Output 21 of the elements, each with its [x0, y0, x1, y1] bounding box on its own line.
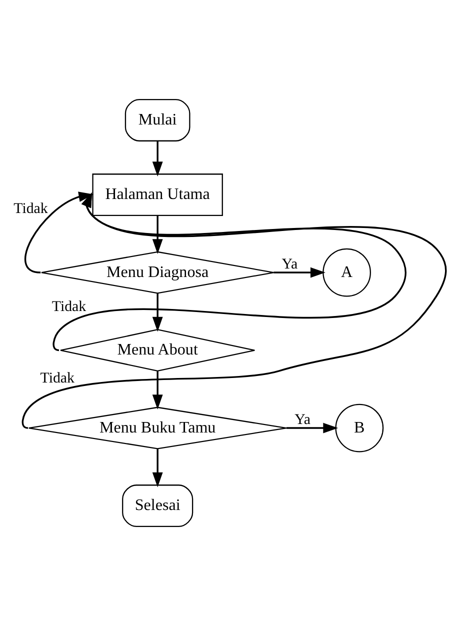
edge-label: Ya	[294, 412, 310, 428]
node-box: Selesai	[122, 484, 194, 527]
arrow	[152, 141, 163, 176]
arrow	[152, 216, 163, 254]
node-circle: A	[322, 248, 371, 297]
edge-label: Tidak	[40, 370, 74, 387]
node-diamond: Menu About	[60, 329, 256, 372]
node-box: Mulai	[124, 99, 190, 142]
arrow	[152, 293, 163, 332]
arrow	[24, 192, 94, 274]
node-diamond: Menu Buku Tamu	[28, 406, 287, 450]
arrow	[152, 371, 163, 410]
edge-label: Tidak	[52, 298, 86, 315]
arrow	[286, 422, 338, 434]
edge-label: Ya	[282, 256, 298, 272]
edge-label: Tidak	[14, 200, 48, 217]
node-box: Halaman Utama	[92, 174, 223, 216]
arrow	[152, 449, 163, 488]
arrow	[274, 267, 326, 278]
node-circle: B	[335, 404, 384, 452]
node-diamond: Menu Diagnosa	[40, 251, 274, 294]
